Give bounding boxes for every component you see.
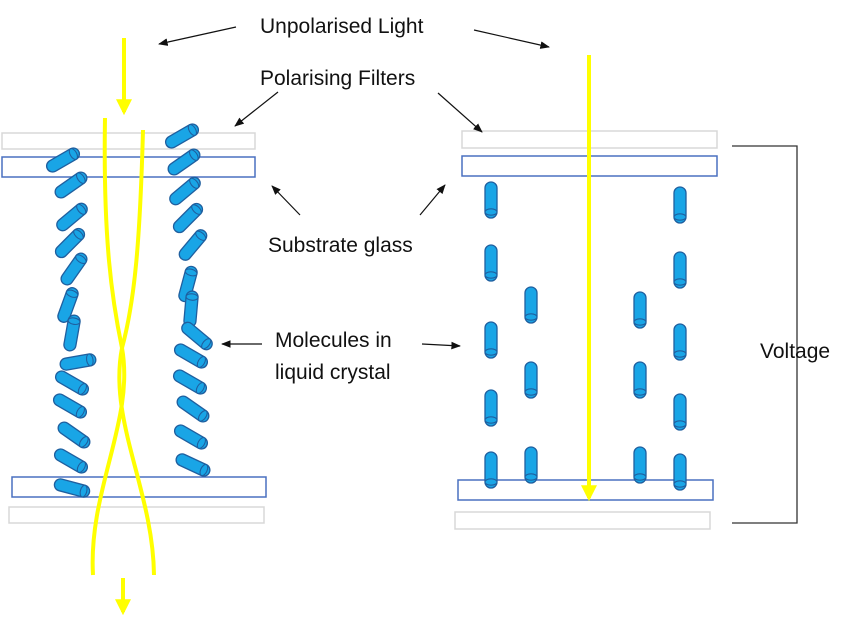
- arrow-polarising-left: [234, 91, 279, 127]
- right-molecule: [484, 389, 498, 427]
- left-molecule: [175, 453, 211, 477]
- left-bottom-polariser: [8, 506, 265, 524]
- left-molecule: [169, 176, 201, 206]
- right-molecule: [524, 361, 538, 399]
- left-molecule: [164, 123, 200, 149]
- left-molecule: [56, 202, 88, 232]
- left-molecule: [54, 171, 88, 199]
- right-molecule: [524, 286, 538, 324]
- right-bottom-polariser: [454, 511, 711, 530]
- left-molecule: [45, 147, 81, 173]
- left-molecule: [178, 229, 208, 261]
- right-molecule: [673, 453, 687, 491]
- arrow-unpolarised-right: [473, 29, 550, 49]
- right-molecule: [484, 321, 498, 359]
- arrow-unpolarised-left: [158, 26, 237, 46]
- right-molecule: [673, 251, 687, 289]
- label-unpolarised-light: Unpolarised Light: [260, 15, 424, 38]
- right-molecule: [673, 323, 687, 361]
- arrow-substrate-left: [271, 185, 301, 216]
- left-molecule: [173, 343, 209, 369]
- left-molecule: [60, 252, 88, 286]
- left-molecule: [54, 370, 90, 396]
- left-light-beam: [90, 38, 156, 616]
- right-molecule: [484, 451, 498, 489]
- left-molecule: [57, 287, 79, 323]
- right-molecule: [484, 181, 498, 219]
- left-molecule: [183, 290, 199, 328]
- label-polarising-filters: Polarising Filters: [260, 67, 415, 90]
- left-molecule: [173, 424, 209, 450]
- arrow-molecules-right: [421, 341, 461, 350]
- left-molecule: [53, 448, 89, 474]
- arrow-polarising-right: [437, 92, 483, 133]
- right-molecule: [633, 446, 647, 484]
- left-molecules: [45, 123, 213, 498]
- arrow-substrate-right: [419, 184, 446, 216]
- left-top-polariser: [1, 132, 256, 150]
- left-molecule: [54, 227, 86, 259]
- left-molecule: [59, 353, 97, 371]
- right-molecule: [524, 446, 538, 484]
- left-molecule: [178, 265, 198, 303]
- voltage-bracket: [732, 145, 798, 524]
- left-top-substrate: [1, 156, 256, 178]
- right-molecule: [633, 361, 647, 399]
- label-substrate-glass: Substrate glass: [268, 234, 413, 257]
- left-molecule: [63, 314, 81, 352]
- pointer-arrows: [158, 26, 550, 350]
- left-molecule: [181, 321, 213, 351]
- left-molecule: [172, 369, 208, 395]
- label-molecules-line1: Molecules in: [275, 329, 392, 352]
- left-molecule: [167, 148, 201, 176]
- right-molecule: [673, 393, 687, 431]
- right-molecule: [673, 186, 687, 224]
- left-molecule: [57, 421, 91, 449]
- left-molecule: [52, 393, 88, 419]
- right-molecule: [633, 291, 647, 329]
- left-molecule: [176, 395, 210, 423]
- left-molecule: [53, 478, 91, 498]
- right-molecule: [484, 244, 498, 282]
- label-molecules-line2: liquid crystal: [275, 361, 391, 384]
- right-molecules: [484, 181, 687, 491]
- label-voltage: Voltage: [760, 340, 830, 363]
- left-twisted-path-b: [117, 129, 156, 576]
